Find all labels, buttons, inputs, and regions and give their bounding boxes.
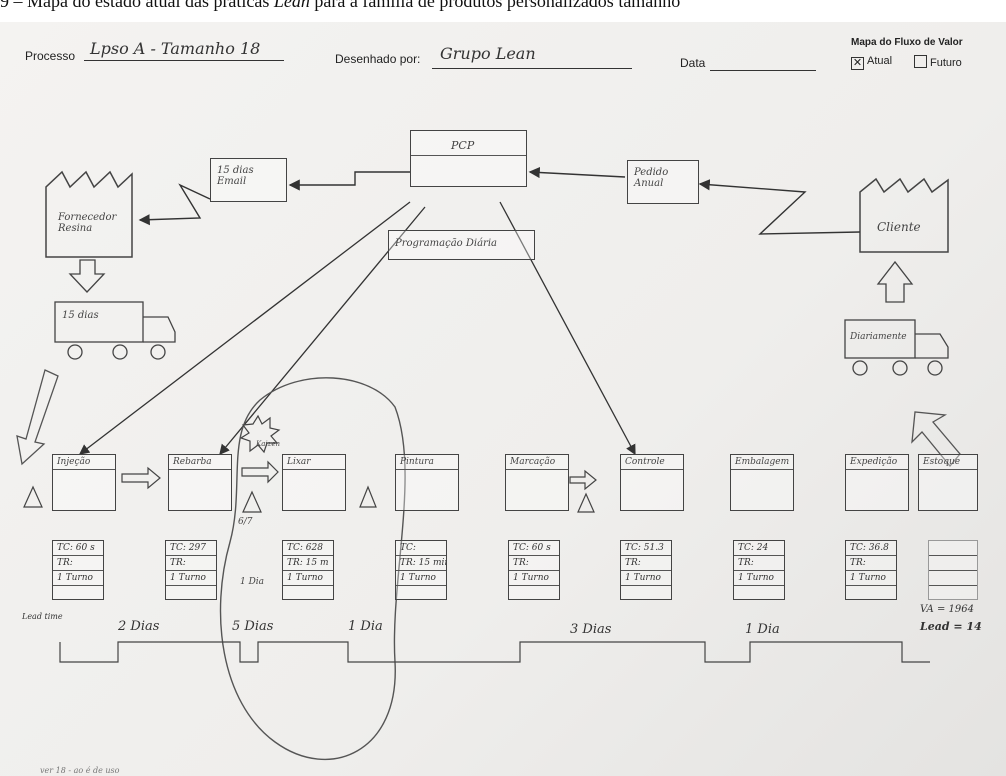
- supplier-label: Fornecedor Resina: [58, 212, 118, 234]
- timeline-d2: 5 Dias: [232, 619, 273, 634]
- vsm-sheet: Processo Lpso A - Tamanho 18 Desenhado p…: [0, 22, 1006, 776]
- supplier-info-box: 15 dias Email: [210, 158, 287, 202]
- timeline-d3: 1 Dia: [348, 619, 383, 634]
- supplier-info-label: 15 dias Email: [217, 165, 277, 187]
- process-box-rebarba: Rebarba: [168, 454, 232, 511]
- customer-info-label: Pedido Anual: [634, 167, 692, 189]
- process-box-embalagem: Embalagem: [730, 454, 794, 511]
- customer-label: Cliente: [877, 220, 921, 234]
- supplier-truck-label: 15 dias: [62, 310, 99, 321]
- process-box-expedicao: Expedição: [845, 454, 909, 511]
- stock-note-1: 6/7: [238, 517, 252, 527]
- lead-time-ladder: [60, 642, 930, 662]
- timeline-d5: 1 Dia: [745, 622, 780, 637]
- stock-note-2: 1 Dia: [240, 577, 264, 587]
- process-box-lixar: Lixar: [282, 454, 346, 511]
- timeline-start-label: Lead time: [22, 612, 63, 621]
- supplier-shipment-arrow: [70, 260, 104, 292]
- figure-caption: 9 – Mapa do estado atual das práticas Le…: [0, 0, 1006, 15]
- timeline-total-bottom: Lead = 14: [920, 620, 982, 633]
- pcp-label: PCP: [451, 139, 474, 152]
- process-box-injecao: Injeção: [52, 454, 116, 511]
- customer-factory-icon: [860, 179, 948, 252]
- timeline-total-top: VA = 1964: [920, 604, 974, 615]
- process-box-controle: Controle: [620, 454, 684, 511]
- programming-label: Programação Diária: [395, 238, 497, 249]
- process-box-pintura: Pintura: [395, 454, 459, 511]
- customer-shipment-arrow: [878, 262, 912, 302]
- inbound-arrow: [17, 370, 58, 464]
- timeline-d4: 3 Dias: [570, 622, 611, 637]
- timeline-d1: 2 Dias: [118, 619, 159, 634]
- customer-info-box: Pedido Anual: [627, 160, 699, 204]
- process-box-marcacao: Marcação: [505, 454, 569, 511]
- process-box-estoque: Estoque: [918, 454, 978, 511]
- bottom-note: ver 18 - ao é de uso: [40, 766, 119, 775]
- kaizen-label: Kaizen: [256, 440, 280, 448]
- customer-truck-label: Diariamente: [850, 332, 907, 342]
- empty-data-box: [928, 540, 978, 600]
- customer-truck-icon: [845, 320, 948, 375]
- pcp-box: PCP: [410, 130, 527, 187]
- daily-programming-box: Programação Diária: [388, 230, 535, 260]
